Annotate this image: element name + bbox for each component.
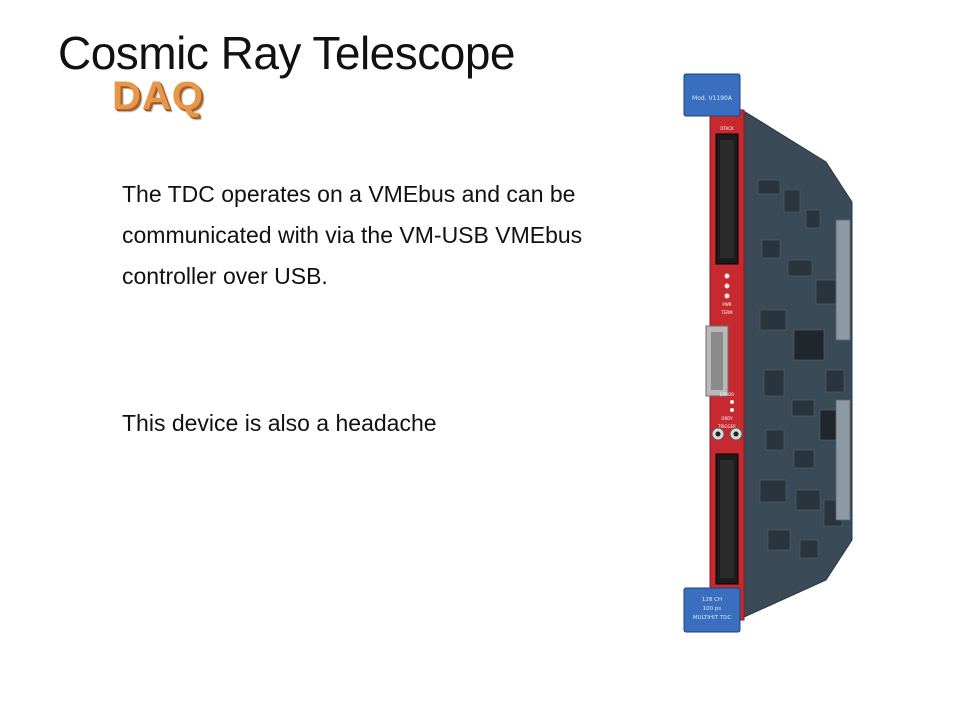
slide-title: Cosmic Ray Telescope [58,27,516,79]
panel-label-dtack: DTACK [720,126,734,131]
panel-label-term: TERM [720,310,733,315]
bottom-label-line-1: 128 CH [702,597,722,603]
panel-label-error: ERROR [720,392,734,397]
module-label: Mod. V1190A [692,95,733,102]
panel-label-trigger: TRIGGER [717,424,736,429]
panel-label-drdy: DRDY [721,416,733,421]
bottom-label-line-3: MULTIHIT TDC [693,615,732,621]
backplane-connector-bottom [835,399,851,521]
bottom-handle [683,587,741,633]
status-leds [730,400,734,412]
slide-subtitle: DAQ [112,74,204,118]
tdc-board-image: Mod. V1190A DTACK PWR TERM DRDY ERROR TR… [683,73,853,633]
panel-label-pwr: PWR [722,302,731,307]
panel-leds [724,273,730,299]
body-paragraph-2: This device is also a headache [122,410,437,436]
body-paragraph-1: The TDC operates on a VMEbus and can be … [122,181,583,289]
bottom-label-line-2: 100 ps [703,606,722,612]
trigger-lemo-connectors [711,427,743,441]
backplane-connector-top [835,219,851,341]
top-handle [683,73,741,117]
